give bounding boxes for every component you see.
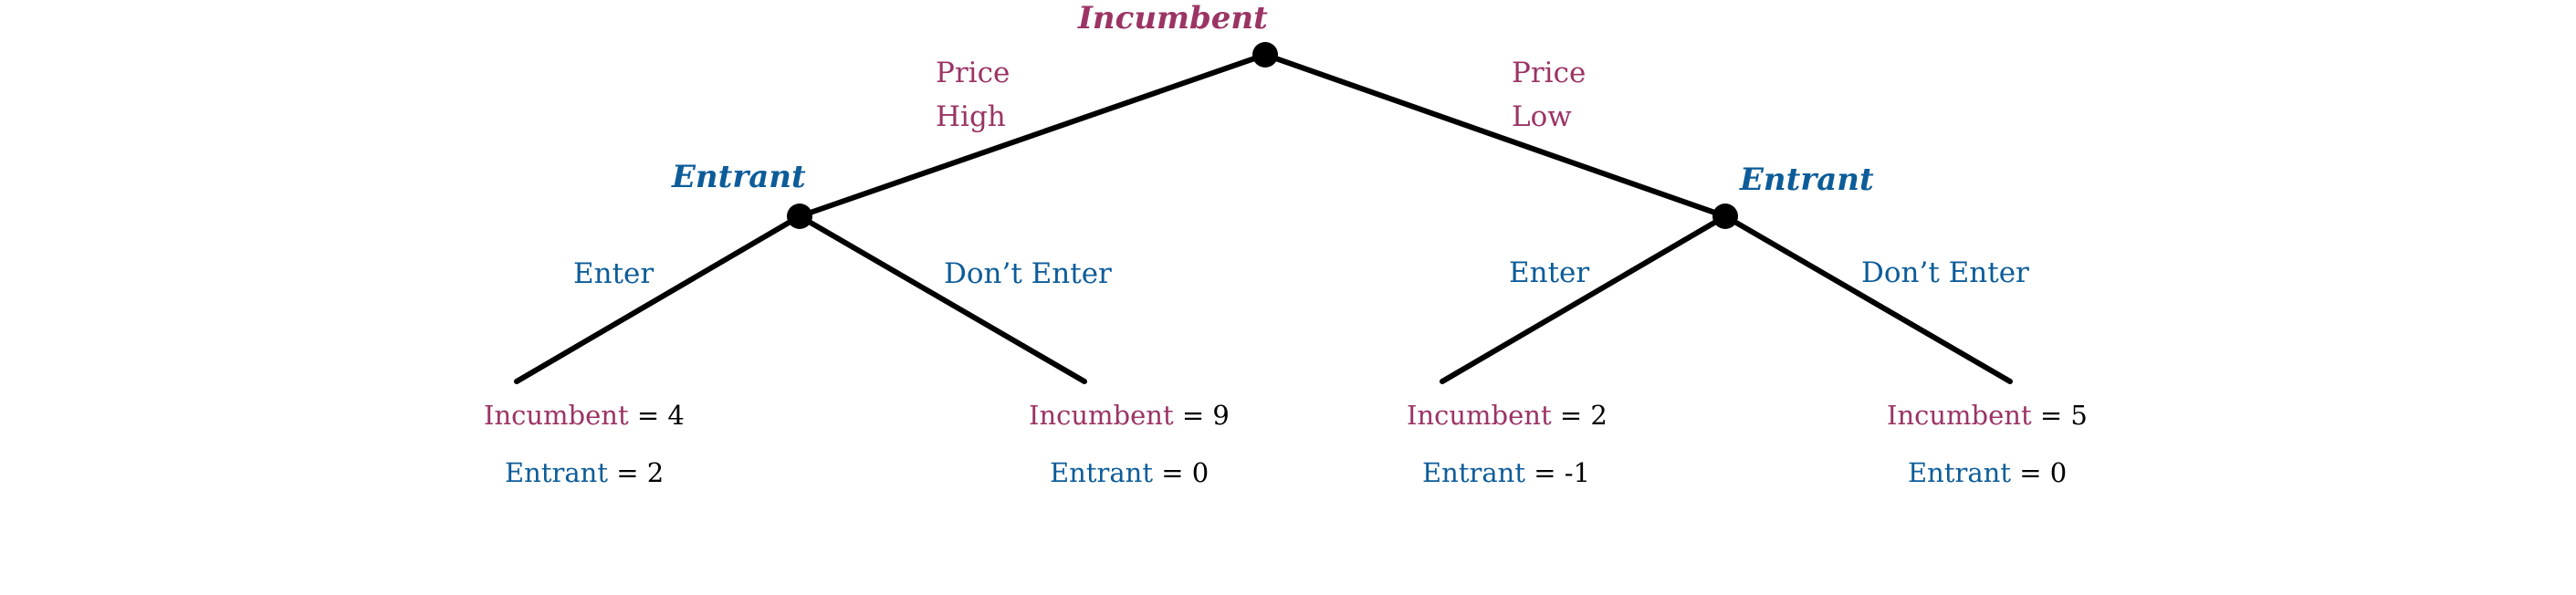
left-enter-label: Enter [573, 257, 654, 290]
right-entrant-node [1712, 204, 1738, 229]
payoff-incumbent-label: Incumbent [1887, 400, 2032, 431]
right-entrant-label: Entrant [1740, 162, 1874, 198]
payoff-incumbent-label: Incumbent [484, 400, 629, 431]
payoff-incumbent-1: Incumbent = 4 [484, 402, 685, 429]
left-dont-enter-label: Don’t Enter [944, 257, 1112, 290]
right-enter-label: Enter [1509, 256, 1590, 289]
root-node [1252, 42, 1278, 68]
payoff-entrant-label: Entrant [505, 457, 608, 488]
move-price-high-line1: Price [936, 57, 1011, 89]
root-player-label: Incumbent [1078, 0, 1268, 37]
edge-left-dont-enter [797, 214, 1087, 384]
move-price-high-line2: High [936, 100, 1006, 133]
payoff-entrant-4: Entrant = 0 [1908, 460, 2067, 486]
payoff-incumbent-value: = 5 [2039, 400, 2088, 431]
payoff-entrant-label: Entrant [1050, 457, 1153, 488]
payoff-entrant-1: Entrant = 2 [505, 460, 664, 486]
edge-right-dont-enter [1723, 214, 2013, 384]
payoff-incumbent-value: = 9 [1181, 400, 1230, 431]
payoff-entrant-value: = -1 [1534, 457, 1590, 488]
left-entrant-node [787, 204, 812, 229]
payoff-entrant-label: Entrant [1908, 457, 2011, 488]
move-price-low-line1: Price [1512, 57, 1586, 89]
payoff-entrant-value: = 0 [2019, 457, 2068, 488]
payoff-incumbent-label: Incumbent [1029, 400, 1174, 431]
payoff-entrant-value: = 2 [616, 457, 665, 488]
edge-price-low [1262, 52, 1728, 219]
payoff-entrant-2: Entrant = 0 [1050, 460, 1209, 486]
payoff-incumbent-value: = 2 [1559, 400, 1607, 431]
move-price-low-line2: Low [1512, 100, 1572, 133]
payoff-incumbent-2: Incumbent = 9 [1029, 402, 1230, 429]
payoff-incumbent-3: Incumbent = 2 [1407, 402, 1607, 429]
payoff-entrant-value: = 0 [1161, 457, 1209, 488]
right-dont-enter-label: Don’t Enter [1861, 256, 2029, 289]
edge-price-high [797, 52, 1268, 219]
payoff-incumbent-value: = 4 [636, 400, 685, 431]
payoff-entrant-3: Entrant = -1 [1422, 460, 1590, 486]
edge-right-enter [1440, 214, 1728, 384]
left-entrant-label: Entrant [672, 159, 806, 195]
payoff-entrant-label: Entrant [1422, 457, 1525, 488]
payoff-incumbent-label: Incumbent [1407, 400, 1552, 431]
edge-left-enter [514, 214, 802, 384]
payoff-incumbent-4: Incumbent = 5 [1887, 402, 2088, 429]
